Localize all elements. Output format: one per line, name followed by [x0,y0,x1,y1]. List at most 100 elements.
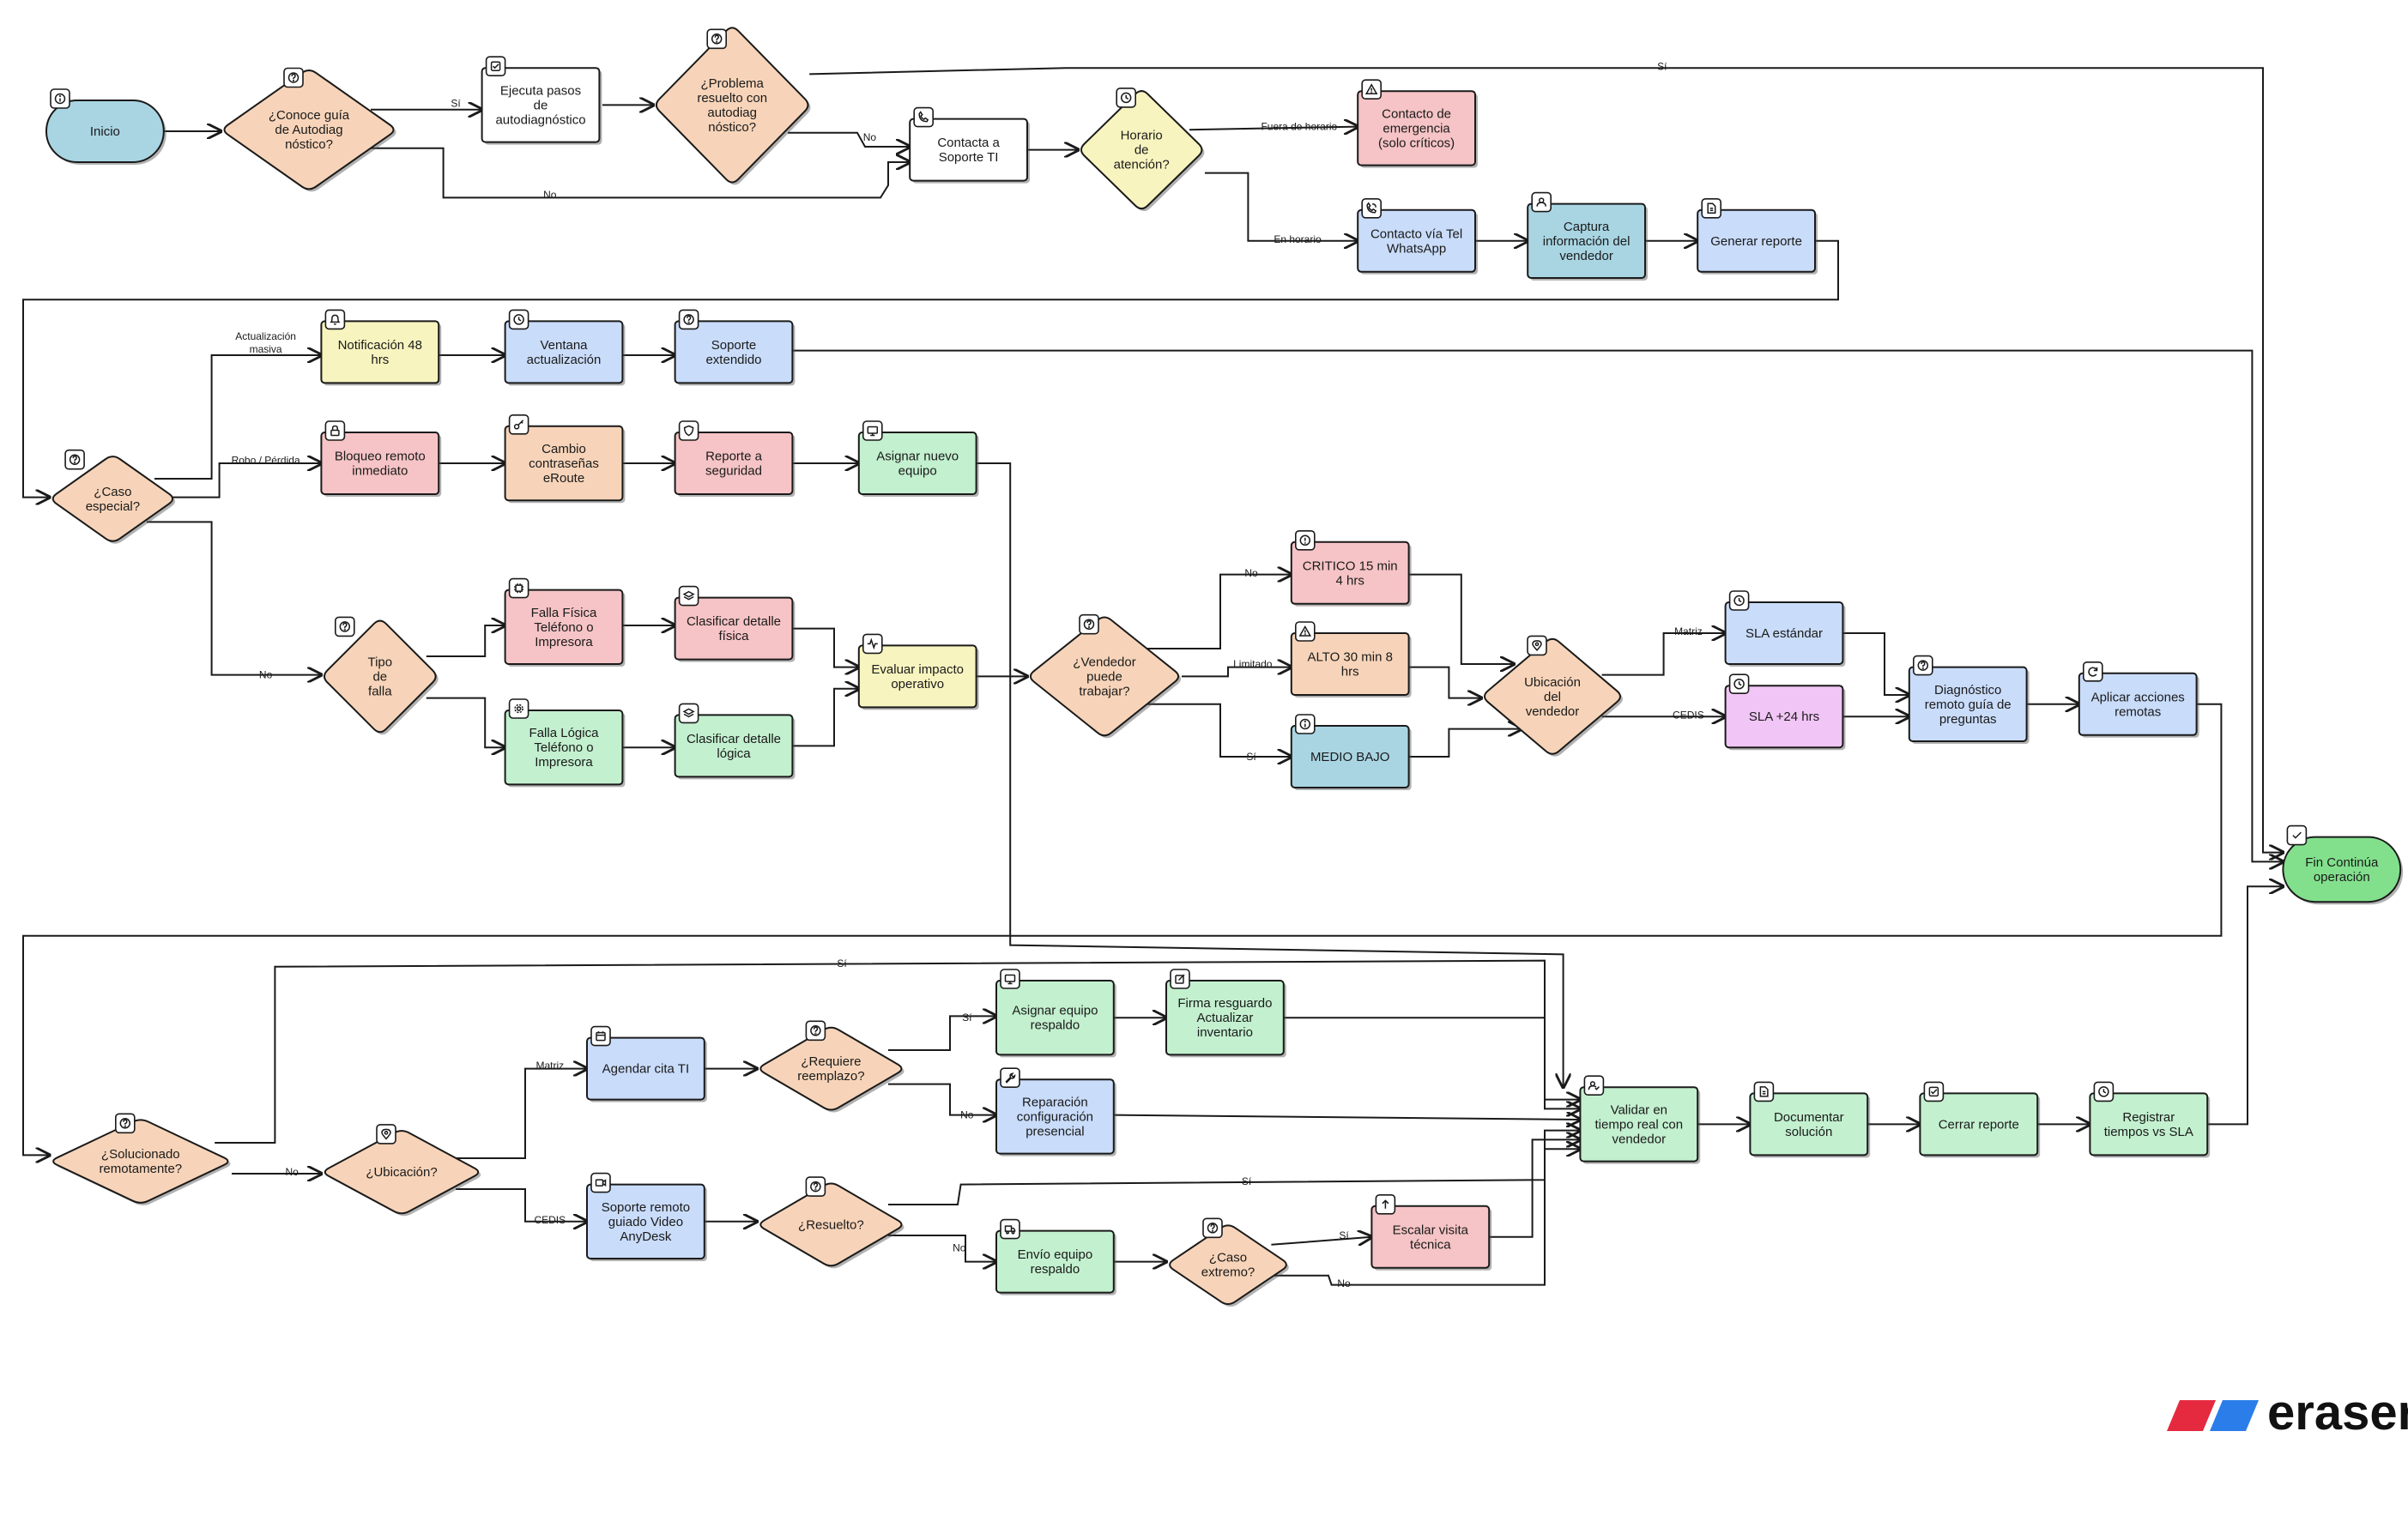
node-shape [995,1078,1115,1155]
connector-15 [792,349,2283,862]
node-agendar_cita[interactable]: Agendar cita TI [586,1025,707,1102]
node-shape [1357,90,1476,166]
connector-12 [154,355,321,480]
user-check-icon [1583,1075,1605,1096]
wrench-icon [1000,1067,1020,1088]
node-shape [1749,1092,1869,1157]
node-inicio[interactable]: Inicio [45,88,166,165]
user-icon [1531,191,1552,213]
node-shape [1029,616,1180,737]
edge-label-vendedor_limitado: Limitado [1233,658,1273,670]
bell-icon [324,309,346,330]
connector-40 [22,703,2223,1156]
layers-icon [678,703,699,724]
edges-layer [22,67,2283,1286]
clock-icon [1116,88,1136,108]
node-resuelto[interactable]: ¿Resuelto? [759,1176,905,1269]
connector-41 [215,959,1580,1144]
node-generar_reporte[interactable]: Generar reporte [1697,198,1818,275]
node-shape [1370,1205,1491,1269]
node-shape [857,432,977,495]
help-icon [1913,655,1933,676]
edge-label-resuelto_si: Sí [1242,1175,1252,1187]
alert-circle-icon [1295,529,1316,551]
node-sla_24[interactable]: SLA +24 hrs [1724,673,1846,751]
help-icon [1079,613,1099,635]
edge-label-ubic_cedis: CEDIS [1673,709,1704,721]
clock-icon [1728,673,1750,695]
node-shape [52,1119,229,1204]
info-icon [50,88,70,109]
node-shape [995,1229,1115,1294]
connector-37 [1842,632,1909,695]
truck-icon [1000,1218,1020,1240]
node-ubicacion[interactable]: ¿Ubicación? [324,1124,481,1217]
help-icon [1202,1217,1223,1239]
arrow-up-icon [1375,1194,1396,1215]
node-shape [504,320,624,384]
node-cerrar_reporte[interactable]: Cerrar reporte [1919,1081,2041,1158]
node-shape [1290,725,1410,788]
activity-icon [862,633,883,655]
edge-label-vendedor_si: Sí [1246,751,1256,763]
node-sla_estandar[interactable]: SLA estándar [1724,590,1846,667]
node-medio_bajo[interactable]: MEDIO BAJO [1290,714,1412,790]
edge-label-vendedor_no: No [1244,567,1258,579]
connector-35 [1601,633,1726,676]
edge-label-conoce_si: Sí [451,98,461,110]
chip-icon [508,577,529,599]
node-shape [324,1130,480,1215]
connector-31 [1143,703,1292,757]
